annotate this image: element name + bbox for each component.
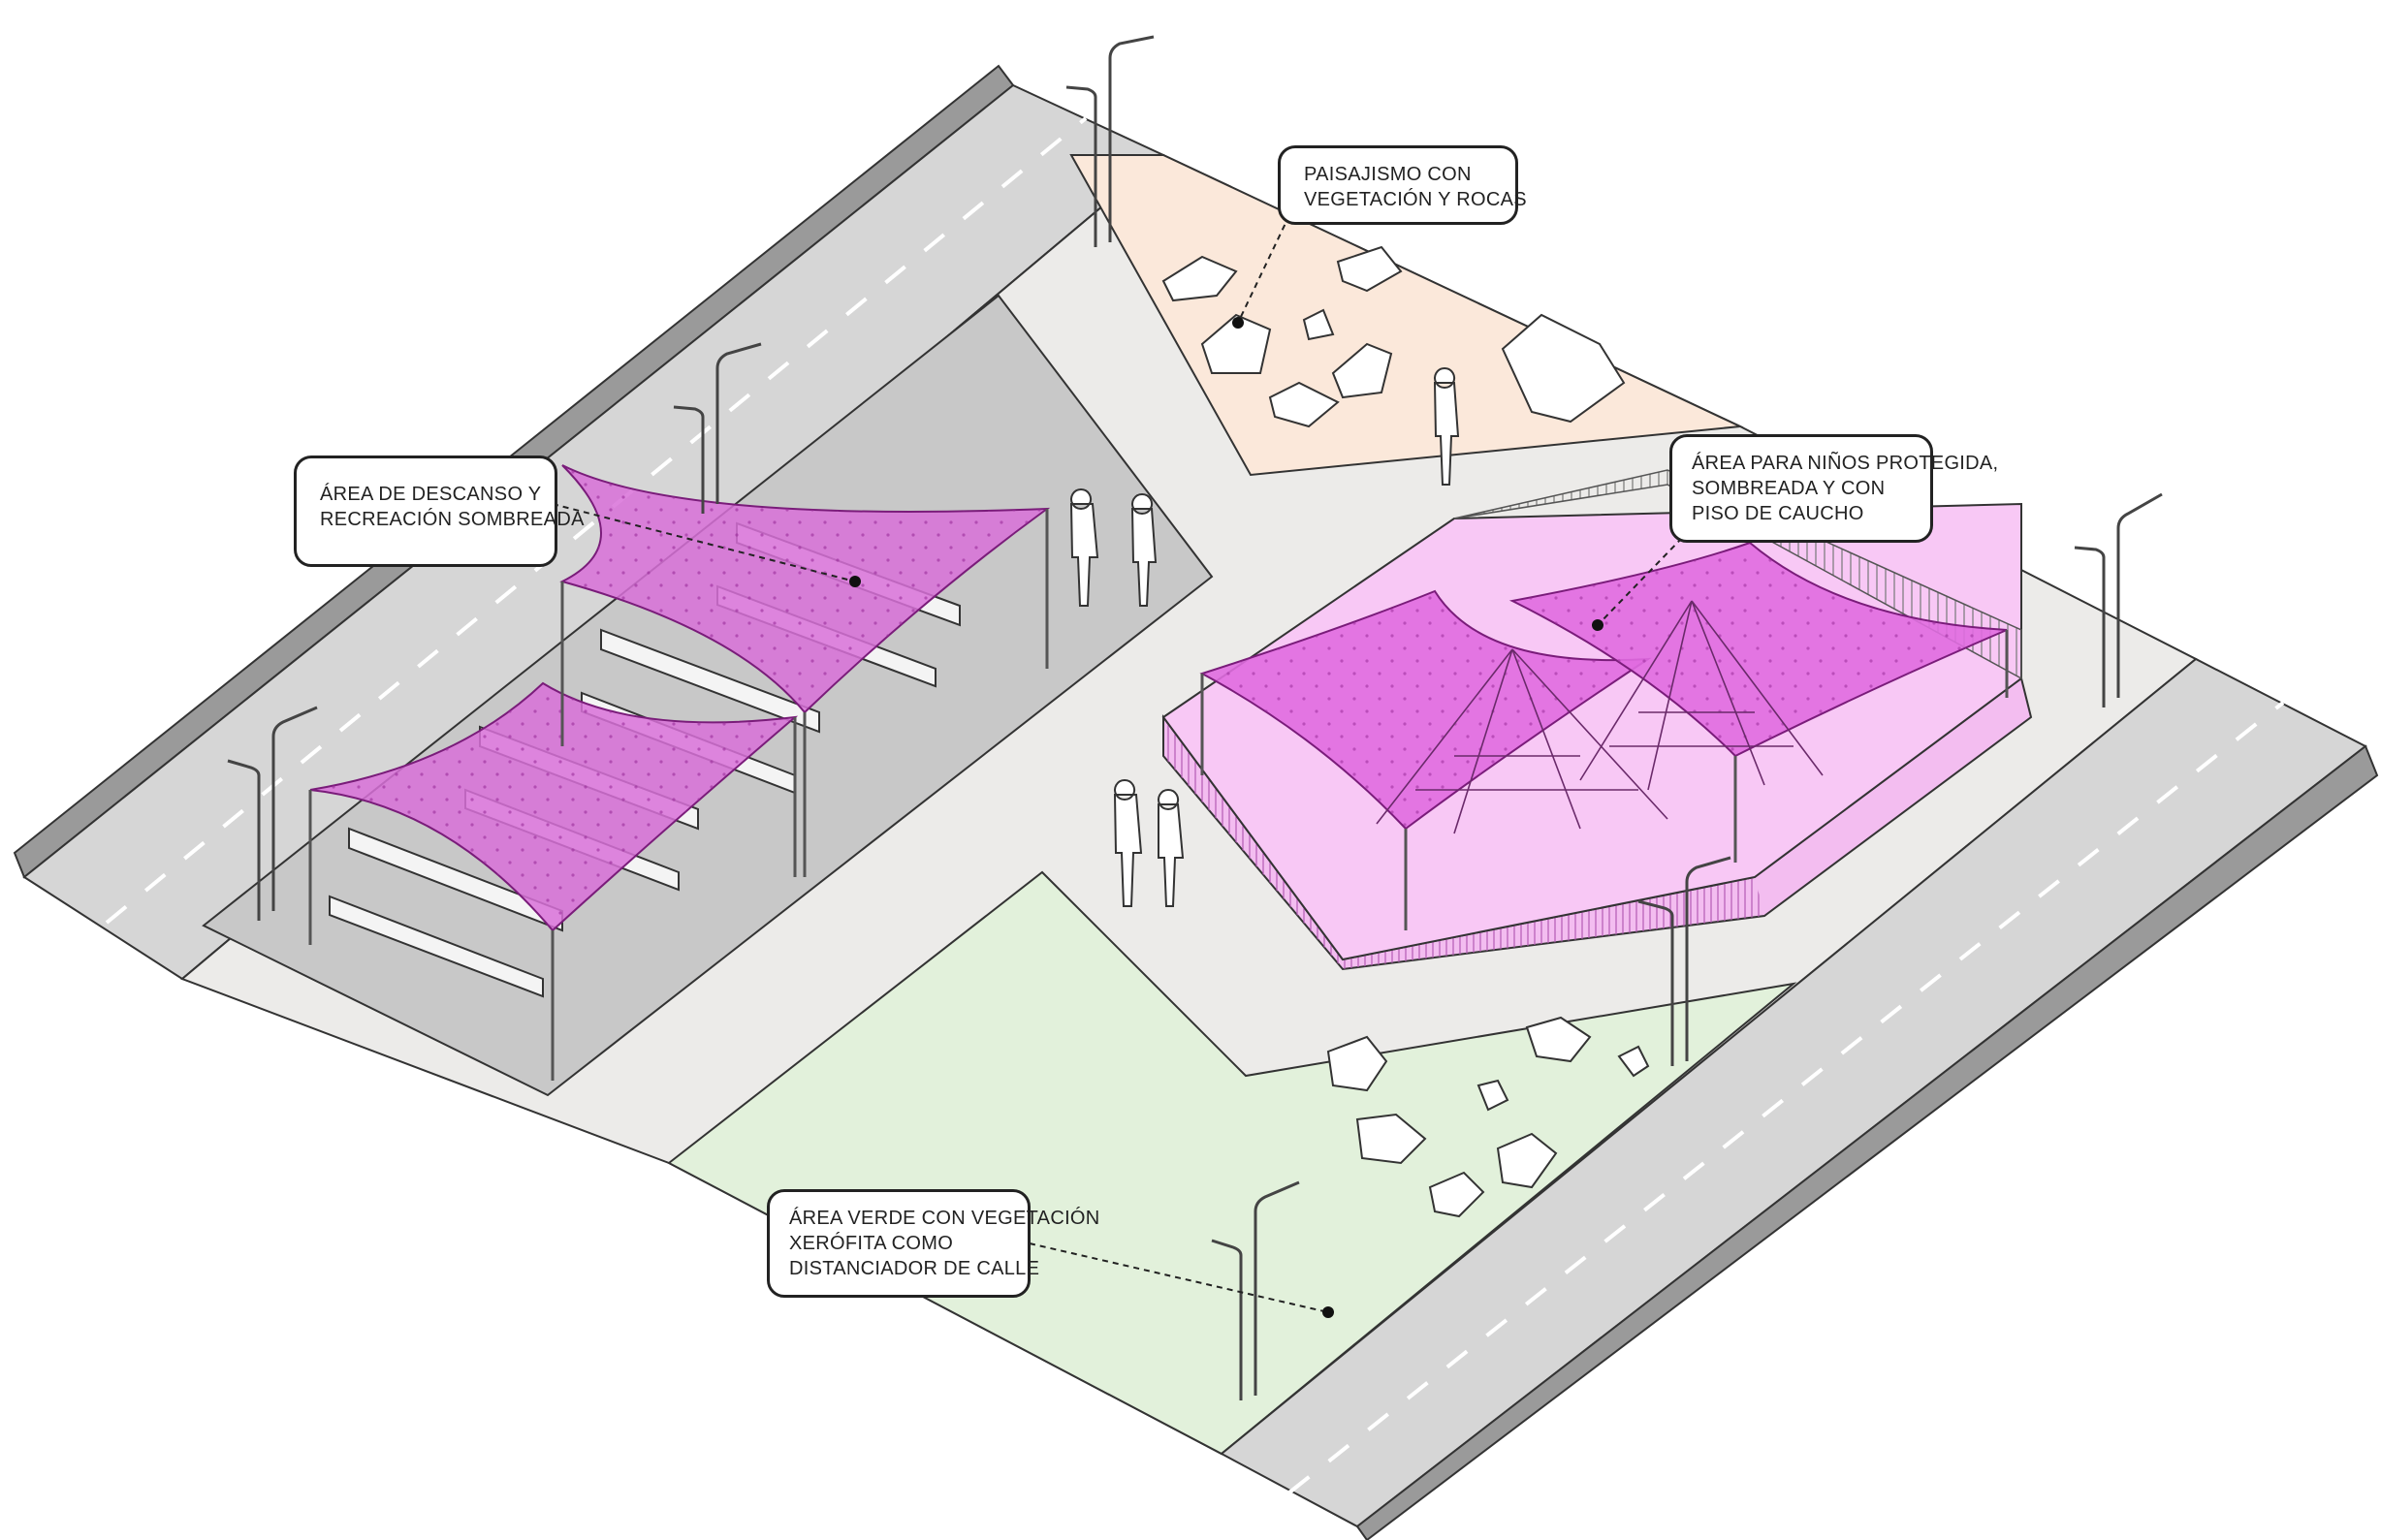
leader-dot	[1322, 1306, 1334, 1318]
rock	[1428, 1171, 1485, 1218]
callout-kids-area: ÁREA PARA NIÑOS PROTEGIDA, SOMBREADA Y C…	[1669, 434, 1999, 543]
people	[1069, 367, 1460, 907]
street-lamp	[2116, 492, 2163, 698]
callout-text: SOMBREADA Y CON	[1692, 478, 1886, 499]
green-area	[667, 870, 1797, 1456]
rock	[1476, 1079, 1509, 1112]
callout-landscape: PAISAJISMO CON VEGETACIÓN Y ROCAS	[1278, 145, 1527, 225]
person	[1113, 779, 1143, 907]
bench	[329, 895, 544, 998]
callout-text: XERÓFITA COMO	[789, 1233, 954, 1254]
right-road	[1220, 657, 2379, 1540]
street-lamp	[2074, 546, 2106, 707]
person	[1069, 488, 1099, 607]
leader-dot	[849, 576, 861, 587]
street-lamp	[715, 342, 762, 504]
callout-text: PISO DE CAUCHO	[1692, 503, 1864, 524]
leader-dot	[1232, 317, 1244, 329]
rock	[1355, 1113, 1427, 1165]
bench	[348, 827, 563, 932]
leader-line	[1597, 537, 1683, 626]
callout-text: DISTANCIADOR DE CALLE	[789, 1258, 1040, 1279]
street-lamp	[271, 706, 318, 911]
callout-text: PAISAJISMO CON	[1304, 164, 1472, 185]
street-lamp	[1254, 1180, 1300, 1396]
leader-dots	[849, 317, 1603, 1318]
rock	[1161, 255, 1238, 302]
bench	[600, 628, 820, 734]
street-lamp	[1637, 899, 1674, 1066]
leader-line	[1029, 1242, 1329, 1313]
street-lamp	[227, 759, 261, 921]
street-lamp	[1065, 85, 1097, 247]
street-lamp	[1211, 1239, 1243, 1400]
street-lamp	[673, 405, 705, 514]
leader-dot	[1592, 619, 1603, 631]
person	[1433, 367, 1460, 486]
callout-rest-area: ÁREA DE DESCANSO Y RECREACIÓN SOMBREADA	[294, 456, 585, 567]
rock	[1496, 1132, 1558, 1189]
rock	[1302, 308, 1335, 341]
rock	[1501, 313, 1626, 424]
callout-text: ÁREA DE DESCANSO Y	[320, 484, 542, 505]
person	[1158, 789, 1185, 907]
person	[1130, 493, 1158, 607]
callout-green-area: ÁREA VERDE CON VEGETACIÓN XERÓFITA COMO …	[767, 1189, 1100, 1298]
rock	[1268, 381, 1340, 428]
rock	[1617, 1045, 1650, 1078]
rock	[1326, 1035, 1388, 1092]
kids-play-area	[1161, 469, 2033, 971]
leader-line	[552, 503, 856, 582]
street-lamp	[1108, 35, 1155, 242]
rock	[1525, 1016, 1592, 1063]
rock	[1331, 342, 1393, 399]
rock	[1200, 313, 1272, 374]
leader-lines	[552, 214, 1683, 1313]
callout-text: ÁREA PARA NIÑOS PROTEGIDA,	[1692, 453, 1999, 474]
callout-text: RECREACIÓN SOMBREADA	[320, 509, 585, 530]
street-lamps	[227, 35, 2163, 1400]
rest-area-shade-sails	[308, 464, 1051, 1081]
street-lamp	[1685, 856, 1731, 1061]
rock	[1336, 245, 1403, 293]
leader-line	[1237, 214, 1290, 324]
callout-text: ÁREA VERDE CON VEGETACIÓN	[789, 1208, 1100, 1229]
callout-text: VEGETACIÓN Y ROCAS	[1304, 189, 1527, 210]
climbing-net	[1376, 600, 1824, 834]
rocks	[1161, 245, 1650, 1218]
